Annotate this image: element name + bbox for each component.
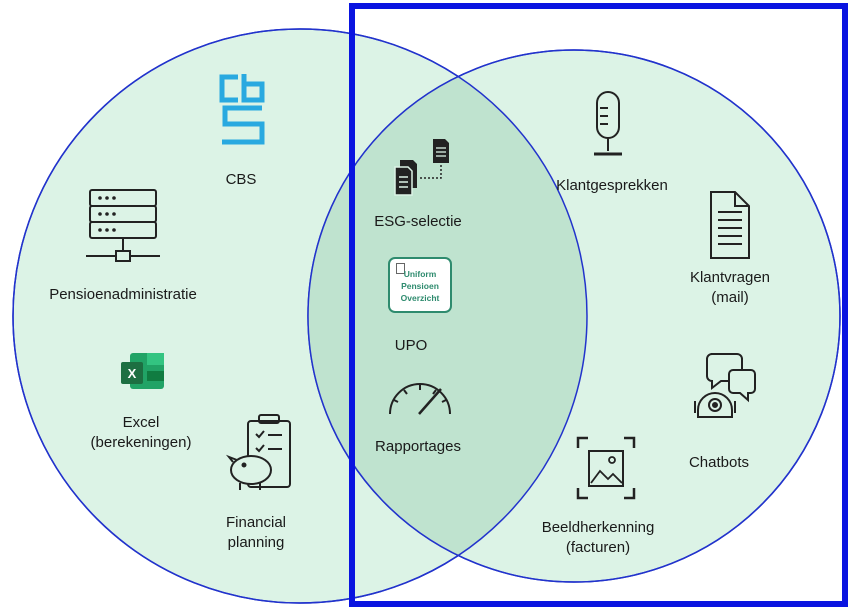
upo-badge-line-2: Pensioen bbox=[401, 281, 439, 291]
label-beeldherkenning-line-1: Beeldherkenning bbox=[541, 519, 655, 536]
chatbot-icon bbox=[694, 353, 756, 418]
overlap-region bbox=[308, 50, 587, 582]
label-beeldherkenning: Beeldherkenning (facturen) bbox=[542, 518, 655, 558]
label-cbs: CBS bbox=[225, 171, 257, 188]
upo-badge: Uniform Pensioen Overzicht bbox=[388, 257, 452, 313]
label-beeldherkenning-line-2: (facturen) bbox=[565, 539, 631, 556]
label-klantvragen-line-2: (mail) bbox=[711, 289, 749, 306]
svg-text:X: X bbox=[128, 366, 137, 381]
label-financial-planning-line-1: Financial bbox=[225, 514, 287, 531]
label-chatbots: Chatbots bbox=[688, 454, 750, 471]
label-esg-selectie: ESG-selectie bbox=[374, 213, 462, 230]
piggy-bank-checklist-icon bbox=[225, 414, 291, 490]
label-excel-line-2: (berekeningen) bbox=[90, 434, 192, 451]
label-upo: UPO bbox=[394, 337, 428, 354]
upo-doc-icon bbox=[396, 263, 405, 274]
microphone-icon bbox=[594, 91, 622, 156]
highlight-frame bbox=[349, 3, 848, 607]
label-financial-planning: Financial planning bbox=[226, 513, 286, 553]
label-klantgesprekken: Klantgesprekken bbox=[556, 177, 668, 194]
label-rapportages: Rapportages bbox=[375, 438, 461, 455]
label-financial-planning-line-2: planning bbox=[227, 534, 285, 551]
upo-badge-line-1: Uniform bbox=[403, 269, 437, 279]
cbs-logo bbox=[219, 74, 265, 145]
image-recognition-icon bbox=[576, 436, 636, 500]
label-pensioenadministratie: Pensioenadministratie bbox=[49, 286, 197, 303]
excel-icon: X bbox=[121, 353, 164, 389]
documents-icon bbox=[394, 139, 449, 196]
speedometer-icon bbox=[389, 383, 451, 415]
label-klantvragen: Klantvragen (mail) bbox=[690, 268, 770, 308]
label-excel: Excel (berekeningen) bbox=[91, 413, 192, 453]
upo-badge-line-3: Overzicht bbox=[400, 293, 440, 303]
label-excel-line-1: Excel bbox=[122, 414, 160, 431]
document-icon bbox=[710, 191, 750, 259]
label-klantvragen-line-1: Klantvragen bbox=[689, 269, 771, 286]
server-icon bbox=[86, 189, 160, 262]
